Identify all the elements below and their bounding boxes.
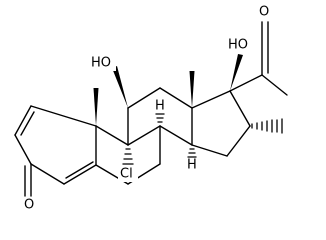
methyl-c18-wedge: [189, 71, 195, 108]
bond-c12-c13: [159, 87, 193, 109]
bond-c15-c14: [191, 144, 228, 157]
hydrogen-c8-hash: [155, 113, 165, 123]
bond-c2-c3: [14, 134, 32, 165]
methyl-c16-hash: [251, 118, 283, 134]
hydroxyl-c11-wedge: [112, 66, 128, 108]
ring-c: [127, 87, 193, 146]
substituents: [93, 21, 288, 165]
bond-c16-c15: [226, 125, 251, 157]
bond-c1-c2: [14, 105, 32, 136]
bond-c13-c17: [191, 90, 231, 109]
bond-c4-c5-inner: [65, 161, 94, 179]
bond-c1-c2-inner: [20, 111, 35, 136]
ring-d: [191, 90, 251, 157]
bond-c4-c5: [63, 164, 97, 185]
methyl-c19-wedge: [93, 88, 99, 126]
bond-c11-c12: [127, 87, 161, 109]
hydrogen-8-label: H: [155, 99, 165, 114]
bond-c17-c16: [229, 90, 251, 127]
hydrogen-14-label: H: [187, 158, 197, 173]
hydroxyl-c17-wedge: [230, 54, 243, 91]
hydrogen-c14-hash: [187, 148, 197, 158]
bond-c10-c9: [95, 125, 129, 146]
bond-c9-c8: [127, 125, 161, 146]
chloro-c9-hash: [122, 148, 134, 165]
bond-c10-c1: [30, 105, 97, 127]
ring-a: [14, 105, 97, 197]
bond-c3-c4: [30, 163, 65, 185]
bond-c17-c20: [229, 74, 263, 92]
chloro-9-label: Cl: [120, 167, 133, 182]
atom-labels: O HO HO Cl H H O: [22, 4, 273, 213]
oxygen-20-label: O: [259, 5, 269, 20]
molecule-structure: O HO HO Cl H H O: [14, 4, 288, 213]
bond-c20-c21: [261, 74, 288, 96]
oxygen-3-label: O: [24, 198, 34, 213]
hydroxyl-17-label: HO: [228, 38, 248, 53]
bond-c14-c8: [159, 125, 193, 146]
hydroxyl-11-label: HO: [91, 56, 111, 71]
